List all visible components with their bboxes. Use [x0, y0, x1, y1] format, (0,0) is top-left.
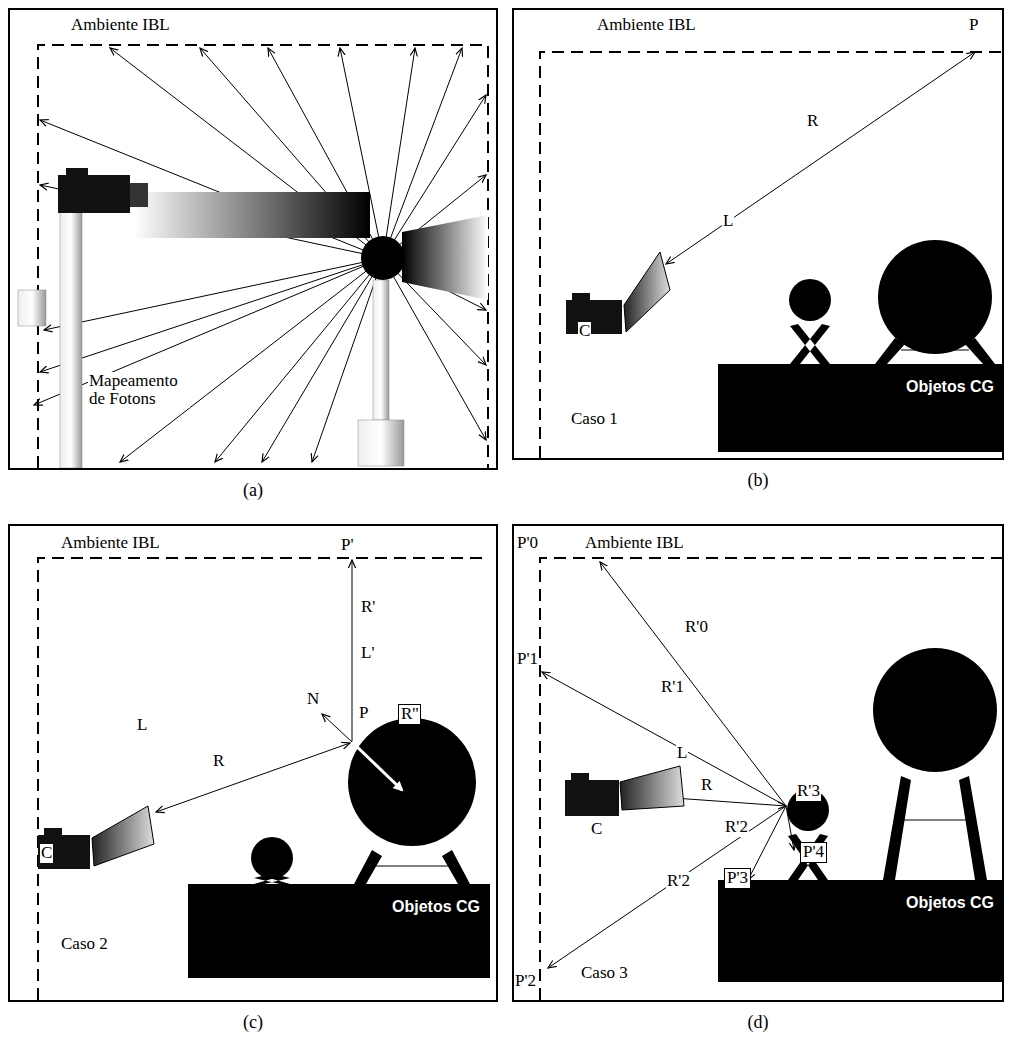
diagram-label: L [676, 744, 688, 763]
diagram-label: N [306, 690, 320, 709]
diagram-label: Ambiente IBL [70, 16, 171, 35]
diagram-label: P'1 [516, 650, 539, 669]
diagram-label: C [590, 820, 603, 839]
photon-ray [383, 48, 415, 258]
diagram-label: Ambiente IBL [584, 534, 685, 553]
cg-objects-block: Objetos CG [188, 884, 490, 978]
diagram-label: P [968, 16, 979, 35]
diagram-label: L [722, 212, 734, 231]
diagram-label: L' [360, 644, 375, 663]
diagram-label: C [40, 844, 53, 863]
photon-ray [34, 258, 383, 405]
photon-ray [110, 48, 383, 258]
photon-ray [40, 120, 383, 258]
diagram-label: R' [360, 598, 376, 617]
figure-panel: (b)Objetos CG [512, 8, 1004, 460]
diagram-label: P'2 [514, 972, 537, 991]
block-label: Objetos CG [906, 894, 994, 912]
diagram-label: Caso 3 [580, 964, 629, 983]
diagram-label: L [136, 716, 148, 735]
figure-panel: (a) [8, 8, 498, 470]
panel-caption: (a) [10, 480, 496, 501]
diagram-label: R'2 [666, 872, 691, 891]
diagram-label: P'4 [800, 842, 827, 863]
diagram-label: R'' [398, 704, 421, 725]
panel-caption: (d) [514, 1012, 1002, 1033]
diagram-label: R [212, 752, 225, 771]
diagram-label: P' [340, 536, 355, 555]
diagram-label: P'0 [516, 534, 539, 553]
diagram-label: C [578, 322, 591, 341]
diagram-label: R [700, 776, 713, 795]
photon-ray [120, 258, 383, 462]
figure-panel: (c)Objetos CG [8, 524, 498, 1002]
diagram-label: Ambiente IBL [60, 534, 161, 553]
diagram-label: R [806, 112, 819, 131]
diagram-label: R'3 [796, 782, 821, 801]
block-label: Objetos CG [906, 378, 994, 396]
cg-objects-block: Objetos CG [718, 364, 1004, 452]
photon-ray [40, 258, 383, 372]
cg-objects-block: Objetos CG [718, 880, 1004, 982]
diagram-label: R'1 [660, 678, 685, 697]
panel-caption: (b) [514, 470, 1002, 491]
diagram-label: R'2 [724, 818, 749, 837]
diagram-label: P [358, 704, 369, 723]
figure-panel: (d)Objetos CG [512, 524, 1004, 1002]
diagram-label: Caso 1 [570, 410, 619, 429]
panel-caption: (c) [10, 1012, 496, 1033]
diagram-label: R'0 [684, 618, 709, 637]
diagram-label: P'3 [724, 868, 751, 889]
diagram-label: Ambiente IBL [596, 16, 697, 35]
block-label: Objetos CG [392, 898, 480, 916]
diagram-label: Mapeamento de Fotons [88, 372, 190, 408]
diagram-label: Caso 2 [60, 935, 109, 954]
